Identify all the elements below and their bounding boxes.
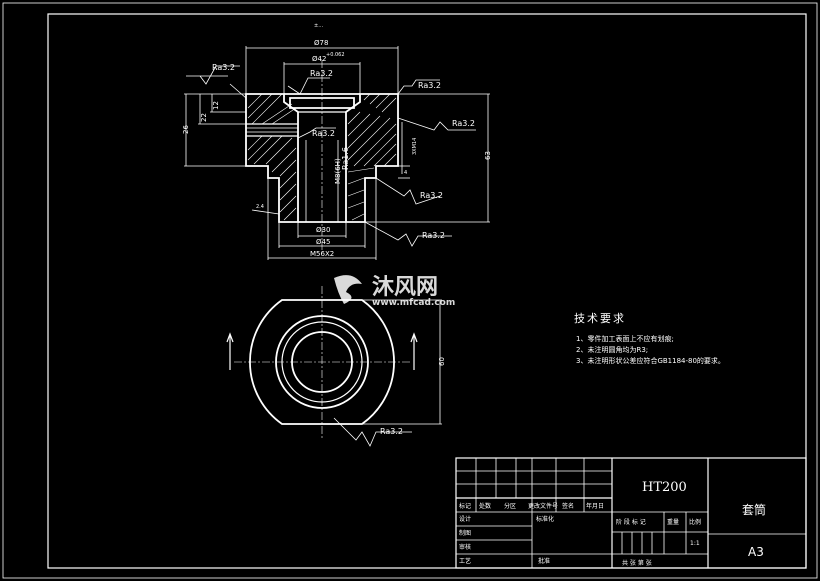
tb-label-draw: 制图 [459,529,471,537]
tb-material: HT200 [642,480,687,495]
dim-d78: Ø78 [314,39,328,47]
tb-label-doc: 更改文件号 [528,502,558,510]
ra1-label: Ra3.2 [212,63,235,72]
tb-label-approve: 批准 [538,557,550,565]
dim-d42: Ø42 [312,55,326,63]
tb-label-stage: 阶 段 标 记 [616,518,646,526]
dim-view-60: 60 [438,357,446,366]
right-wall-hatch [345,93,399,223]
dim-h4: 4 [404,170,407,176]
tb-label-review: 审核 [459,543,471,551]
tb-scale: 1:1 [690,540,700,547]
ra9-label: Ra3.2 [380,427,403,436]
dim-h63: 63 [484,151,492,160]
tb-label-process: 工艺 [459,557,471,565]
tb-label-sheets: 共 张 第 张 [622,559,652,567]
dim-h22: 22 [200,113,208,122]
ra8-label: Ra3.2 [422,231,445,240]
dim-m56: M56X2 [310,250,334,258]
watermark-brand: 沐风网 [372,275,438,300]
tb-label-date: 年月日 [586,502,604,510]
tech-notes-title: 技术要求 [574,312,626,325]
ra6-label: Ra3.2 [420,191,443,200]
tb-label-ratio: 比例 [689,518,701,526]
ra2-label: Ra3.2 [310,69,333,78]
ra5-label: Ra3.2 [312,129,335,138]
tech-notes: 技术要求 1、零件加工表面上不应有划痕; 2、未注明圆角均为R3; 3、未注明形… [574,312,725,365]
watermark-url: www.mfcad.com [372,298,455,308]
title-block: HT200 套筒 A3 1:1 标记 处数 分区 更改文件号 签名 年月日 设计… [455,457,807,569]
tech-note-3: 3、未注明形状公差应符合GB1184-80的要求。 [576,356,725,365]
tb-label-zone: 分区 [504,502,516,510]
roughness-symbols: Ra3.2 Ra3.2 Ra3.2 Ra3.2 Ra3.2 Ra1.6 Ra3.… [186,63,476,447]
dim-thread: M8(6H) [334,158,342,184]
dim-d30: Ø30 [316,226,330,234]
top-marks: ±… [314,23,323,29]
section-dimensions: Ø78 Ø42 +0.062 Ø30 Ø45 M56X2 12 22 26 [182,39,492,260]
dim-h12: 12 [212,101,220,110]
bottom-view: 60 [226,286,446,440]
tb-sheet: A3 [748,545,764,559]
dim-h26: 26 [182,125,190,134]
left-wall-hatch [245,93,299,223]
dim-depth: 3XM14 [412,138,418,155]
watermark-logo-icon [334,275,362,304]
tb-label-weight: 重量 [667,518,679,526]
ra3-label: Ra3.2 [418,81,441,90]
dim-d45: Ø45 [316,238,330,246]
tb-label-sign: 签名 [562,502,574,510]
tech-note-1: 1、零件加工表面上不应有划痕; [576,334,674,343]
tb-label-mark: 标记 [459,502,471,510]
tb-label-standard: 标准化 [536,515,554,523]
watermark: 沐风网 www.mfcad.com [334,275,455,308]
tb-part-name: 套筒 [742,502,766,517]
dim-d42-tol: +0.062 [326,52,345,58]
inner-frame [47,13,807,569]
tb-label-design: 设计 [459,515,471,523]
tech-note-2: 2、未注明圆角均为R3; [576,345,648,354]
tb-label-count: 处数 [479,502,491,510]
section-view [245,60,399,250]
ra4-label: Ra3.2 [452,119,475,128]
dim-chamfer: 2.4 [256,204,264,210]
ra7-label: Ra1.6 [341,147,350,170]
